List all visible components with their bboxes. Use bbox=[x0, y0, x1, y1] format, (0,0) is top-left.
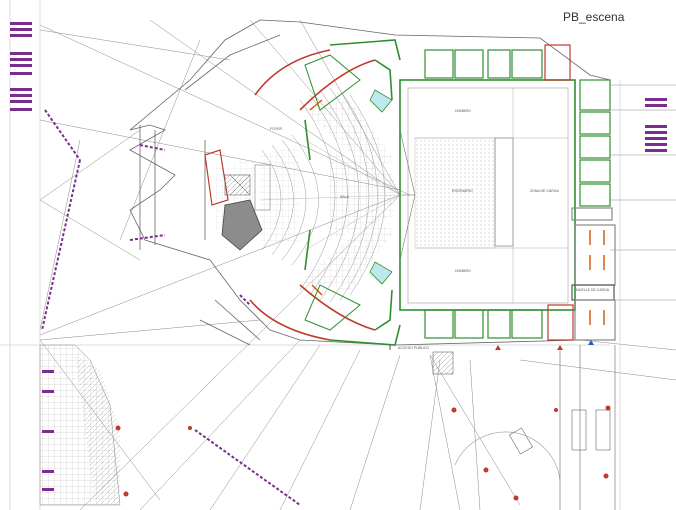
central-core bbox=[204, 149, 271, 251]
sheet-title: PB_escena bbox=[563, 10, 625, 24]
label-foyer: FOYER bbox=[270, 127, 283, 131]
furniture-diagonals bbox=[41, 109, 301, 506]
label-hall: SALA bbox=[340, 195, 350, 199]
plaza-hatch bbox=[39, 344, 121, 506]
furniture-markers-left bbox=[10, 22, 32, 111]
side-rooms-right bbox=[571, 79, 616, 341]
label-access: ACCESO PUBLICO bbox=[398, 346, 429, 350]
label-side-lower: HOMBRO bbox=[455, 269, 471, 273]
stage-block bbox=[399, 79, 576, 311]
furniture-markers-right bbox=[645, 98, 667, 152]
label-stage: ESCENARIO bbox=[452, 189, 473, 193]
dressing-rooms-top bbox=[424, 44, 574, 341]
reference-lines bbox=[0, 0, 621, 510]
entrance-arrows bbox=[389, 340, 594, 350]
room-labels: ESCENARIO ZONA DE CARGA HOMBRO HOMBRO SA… bbox=[270, 109, 610, 350]
label-side-upper: HOMBRO bbox=[455, 109, 471, 113]
tree-markers bbox=[115, 405, 611, 501]
label-loading: MUELLE DE CARGA bbox=[576, 288, 610, 292]
glass-lightwells bbox=[369, 89, 393, 285]
balcony-walls bbox=[249, 39, 401, 346]
building-shell bbox=[129, 19, 611, 346]
label-backstage: ZONA DE CARGA bbox=[530, 189, 559, 193]
exterior-loading bbox=[432, 345, 616, 510]
plaza-purple-rows bbox=[42, 370, 54, 491]
fixtures-orange bbox=[309, 99, 605, 325]
